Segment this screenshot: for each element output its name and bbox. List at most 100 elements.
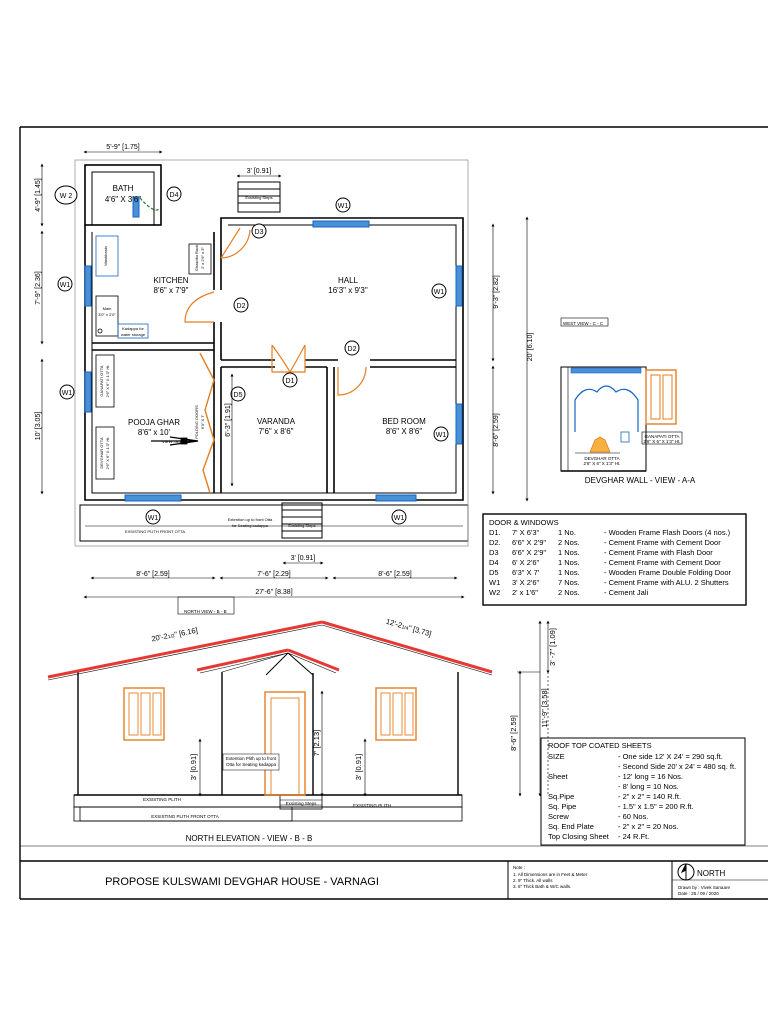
bedroom-name: BED ROOM bbox=[382, 417, 426, 426]
svg-text:D4: D4 bbox=[170, 192, 179, 199]
dim-sill-left: 3' [0.91] bbox=[189, 754, 198, 780]
svg-text:D2: D2 bbox=[348, 346, 357, 353]
dim-bottom-3: 8'-6" [2.59] bbox=[378, 571, 411, 578]
elevation-plinth-right: EXSISTING PLITH bbox=[353, 803, 391, 808]
view-aa-marker: VIEW - A-A bbox=[162, 439, 183, 444]
hall-size: 16'3" x 9'3" bbox=[328, 286, 368, 295]
roof-item-value: - 24 R.Ft. bbox=[618, 832, 649, 841]
callout-w1-front-right: W1 bbox=[391, 509, 407, 525]
front-otta bbox=[74, 159, 469, 547]
schedule-size: 3' X 2'6" bbox=[512, 578, 540, 587]
elevation-extension-1: Extention Plith up to front bbox=[226, 756, 277, 761]
schedule-qty: 1 Nos. bbox=[558, 558, 580, 567]
windows bbox=[84, 196, 463, 502]
pooja-size: 8'6" x 10' bbox=[138, 428, 171, 437]
dim-varanda-depth: 6'-3" [1.91] bbox=[225, 403, 232, 436]
schedule-qty: 2 Nos. bbox=[558, 538, 580, 547]
dim-total-height: 11'-9" [3.58] bbox=[540, 688, 549, 727]
callout-w1-bedroom: W1 bbox=[433, 426, 449, 442]
north-elevation: NORTH VIEW - B - B bbox=[47, 596, 557, 843]
roof-item-label: Sq.Pipe bbox=[548, 792, 574, 801]
devghar-wall-title: DEVGHAR WALL - VIEW - A-A bbox=[585, 476, 696, 485]
roof-item-label: SIZE bbox=[548, 752, 565, 761]
elevation-plinth-left: EXSISTING PLITH bbox=[143, 797, 181, 802]
schedule-desc: - Wooden Frame Flash Doors (4 nos.) bbox=[604, 528, 731, 537]
wall-ganapati-size: 2'6" X 6" X 1'3" Ht. bbox=[643, 439, 680, 444]
callouts: W 2 D4 W1 D3 W1 W1 D2 D2 D1 W1 D5 W1 W1 … bbox=[54, 185, 449, 525]
roof-schedule-rows: SIZE - One side 12' X 24' = 290 sq.ft.- S… bbox=[548, 752, 736, 841]
ghasoltu-label: Ghasoltu Rack bbox=[194, 245, 199, 271]
bath-size: 4'6" X 3'6" bbox=[105, 195, 141, 204]
svg-text:D3: D3 bbox=[255, 229, 264, 236]
callout-w1-pooja: W1 bbox=[59, 384, 75, 400]
roof-item-value: - 2" x 2" = 20 Nos. bbox=[618, 822, 679, 831]
bottom-steps-label: Exsisting Steps bbox=[288, 523, 315, 528]
ghasoltu-size: 2' x 2'6" x 3" bbox=[200, 247, 205, 269]
roof-sheet-schedule: ROOF TOP COATED SHEETS SIZE- One side 12… bbox=[540, 737, 746, 846]
doors bbox=[139, 197, 367, 494]
extension-label-1: Extention up to front Otta bbox=[228, 517, 273, 522]
callout-w1-kitchen: W1 bbox=[57, 276, 73, 292]
schedule-desc: - Cement Frame with ALU. 2 Shutters bbox=[604, 578, 729, 587]
svg-text:W1: W1 bbox=[394, 515, 405, 522]
roof-item-value: - Second Side 20' x 24' = 480 sq. ft. bbox=[618, 762, 736, 771]
roof-item-value: - One side 12' X 24' = 290 sq.ft. bbox=[618, 752, 723, 761]
devghar-otta-size: 2'6" X 6" X 1'3" Ht. bbox=[105, 437, 110, 470]
dim-right-2: 8'-6" [2.59] bbox=[493, 413, 500, 446]
north-label: NORTH bbox=[697, 869, 726, 878]
note-1: 1. All Dimensions are in Feet & Meter bbox=[513, 872, 588, 877]
schedule-qty: 1 No. bbox=[558, 528, 576, 537]
dim-left-2: 7'-9" [2.36] bbox=[35, 271, 42, 304]
roof-item-label: Sheet bbox=[548, 772, 569, 781]
water-storage-label: water storage bbox=[121, 332, 146, 337]
schedule-size: 2' x 1'6" bbox=[512, 588, 538, 597]
callout-w2: W 2 bbox=[54, 185, 78, 205]
svg-text:W1: W1 bbox=[436, 432, 447, 439]
dimension-lines bbox=[40, 150, 529, 599]
north-elevation-title: NORTH ELEVATION - VIEW - B - B bbox=[186, 834, 313, 843]
roof-left-length: 20'-21/2" [6.16] bbox=[151, 626, 199, 644]
wall-devghar-label: DEVGHAR OTTA bbox=[584, 456, 619, 461]
elevation-steps: Exsisting Steps bbox=[286, 801, 318, 806]
dim-top-steps: 3' [0.91] bbox=[247, 168, 272, 175]
callout-d2-kitchen: D2 bbox=[233, 297, 249, 313]
wall-devghar-size: 2'6" X 6" X 1'3" Ht. bbox=[583, 461, 620, 466]
ganapati-otta-label: GANAPATI OTTA bbox=[99, 365, 104, 396]
schedule-qty: 2 Nos. bbox=[558, 588, 580, 597]
pooja-fixtures bbox=[95, 354, 199, 480]
schedule-size: 6'3" X 7' bbox=[512, 568, 540, 577]
svg-text:D1: D1 bbox=[286, 378, 295, 385]
schedule-qty: 1 Nos. bbox=[558, 568, 580, 577]
folding-doors-size: 6'3" X 7' bbox=[200, 415, 205, 430]
schedule-code: D4 bbox=[489, 558, 499, 567]
schedule-qty: 7 Nos. bbox=[558, 578, 580, 587]
svg-text:W1: W1 bbox=[62, 390, 73, 397]
room-labels: BATH 4'6" X 3'6" KITCHEN 8'6" x 7'9" HAL… bbox=[105, 184, 426, 437]
fixture-labels: Washbasin Ghasoltu Rack 2' x 2'6" x 3" M… bbox=[98, 195, 315, 534]
callout-w1-hall-top: W1 bbox=[335, 197, 351, 213]
varanda-name: VARANDA bbox=[257, 417, 296, 426]
dim-right-total: 20' [6.10] bbox=[527, 333, 534, 362]
dim-sill-right: 3' [0.91] bbox=[354, 754, 363, 780]
drawing-title: PROPOSE KULSWAMI DEVGHAR HOUSE - VARNAGI bbox=[105, 876, 379, 888]
pooja-name: POOJA GHAR bbox=[128, 418, 180, 427]
top-steps-label: Exsisting Steps bbox=[245, 195, 272, 200]
drawing-date: Date : 25 / 09 / 2020 bbox=[678, 891, 719, 896]
schedule-code: D2. bbox=[489, 538, 501, 547]
drawn-by: Drawn by : Vivek Sanaare bbox=[678, 885, 730, 890]
svg-text:W 2: W 2 bbox=[60, 193, 73, 200]
kitchen-fixtures bbox=[95, 235, 212, 339]
hall-name: HALL bbox=[338, 276, 359, 285]
schedule-desc: - Cement Frame with Cement Door bbox=[604, 538, 721, 547]
floor-plan: BATH 4'6" X 3'6" KITCHEN 8'6" x 7'9" HAL… bbox=[35, 144, 534, 599]
dim-bath-width: 5'-9" [1.75] bbox=[106, 144, 139, 151]
callout-w1-hall-right: W1 bbox=[431, 283, 447, 299]
callout-d2-bedroom: D2 bbox=[344, 340, 360, 356]
schedule-size: 6'6" X 2'9" bbox=[512, 548, 546, 557]
schedule-desc: - Cement Jali bbox=[604, 588, 649, 597]
note-3: 3. 6" Thick Bath & W/C walls. bbox=[513, 884, 571, 889]
sheet-border bbox=[19, 126, 768, 900]
folding-doors-label: FOLDING DOORS bbox=[194, 405, 199, 439]
devghar-otta-label: DEVGHAR OTTA bbox=[99, 437, 104, 469]
